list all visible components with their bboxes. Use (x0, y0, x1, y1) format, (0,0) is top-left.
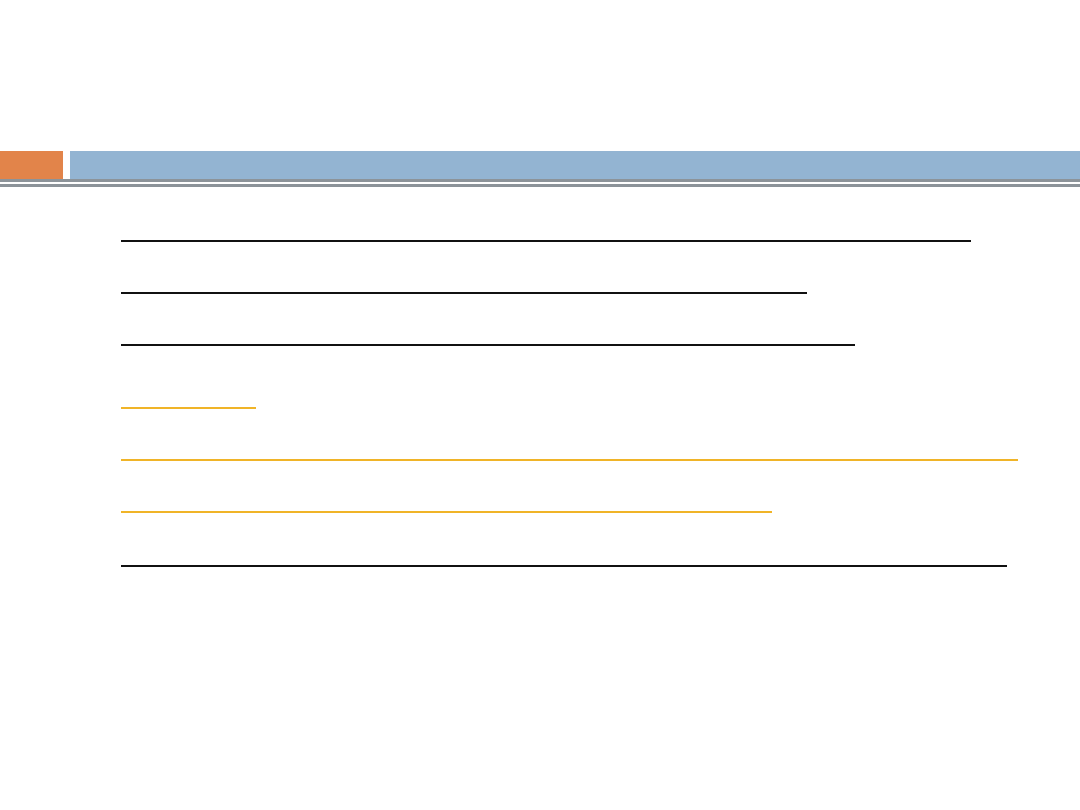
blank-line-1 (121, 240, 971, 242)
header-rule (0, 179, 1080, 182)
slide-header (0, 151, 1080, 187)
blank-line-7 (121, 565, 1007, 567)
blank-line-2 (121, 292, 807, 294)
blank-line-4 (121, 407, 256, 409)
accent-block (0, 151, 63, 179)
header-rule-lower (0, 184, 1080, 187)
blank-line-5 (121, 459, 1018, 461)
blank-line-6 (121, 511, 772, 513)
title-bar (70, 151, 1080, 179)
blank-line-3 (121, 344, 855, 346)
